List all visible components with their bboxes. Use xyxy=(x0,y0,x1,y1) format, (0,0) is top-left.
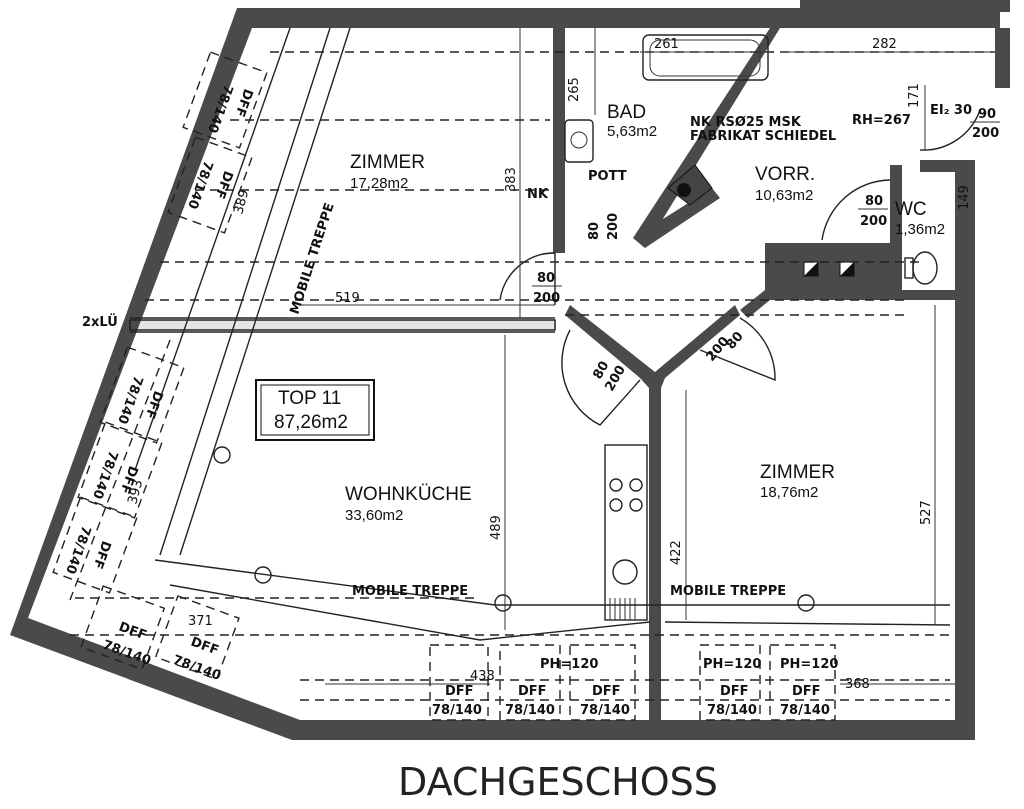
stairs-label-vertical: MOBILE TREPPE xyxy=(288,201,338,316)
svg-text:200: 200 xyxy=(860,214,887,229)
svg-text:DFF: DFF xyxy=(518,684,547,699)
roof-slope-lines xyxy=(69,51,995,701)
room-vorr-name: VORR. xyxy=(755,164,815,185)
svg-text:DFF: DFF xyxy=(792,684,821,699)
svg-text:78/140: 78/140 xyxy=(580,703,630,718)
mobile-stairs-lines xyxy=(134,27,951,641)
stairs-label-right: MOBILE TREPPE xyxy=(670,584,786,599)
window-label-4: DFF 78/140 xyxy=(707,684,757,718)
svg-text:90: 90 xyxy=(978,107,996,122)
dim-261: 261 xyxy=(654,37,679,52)
svg-text:80: 80 xyxy=(537,271,555,286)
dim-149: 149 xyxy=(957,185,972,210)
dim-438: 438 xyxy=(470,669,495,684)
dim-371: 371 xyxy=(188,614,213,629)
kitchen-counter xyxy=(604,444,648,621)
room-wc-name: WC xyxy=(895,199,927,220)
room-nk-name: NK xyxy=(527,187,549,202)
dim-422: 422 xyxy=(669,540,684,565)
chimney-note-1: NK RSØ25 MSK xyxy=(690,115,802,130)
ceiling-height-note: RH=267 xyxy=(852,113,911,128)
svg-text:78/140: 78/140 xyxy=(432,703,482,718)
door-wc-label: 80 200 xyxy=(858,194,888,229)
dim-519: 519 xyxy=(335,291,360,306)
vent-note: 2xLÜ xyxy=(82,314,118,330)
window-label-3: DFF 78/140 xyxy=(580,684,630,718)
bath-fixtures xyxy=(564,34,938,285)
door-swings xyxy=(499,109,981,426)
room-wohnkueche-area: 33,60m2 xyxy=(345,507,403,524)
dim-265: 265 xyxy=(567,77,582,102)
dim-389: 389 xyxy=(231,188,252,216)
window-label-1: DFF 78/140 xyxy=(432,684,482,718)
parapet-height-2: PH=120 xyxy=(703,657,761,672)
dim-489: 489 xyxy=(489,515,504,540)
door-wohn-label: 80 200 xyxy=(590,359,629,394)
dimension-lines xyxy=(300,28,995,685)
pott-note: POTT xyxy=(588,169,627,184)
room-zimmer2-area: 18,76m2 xyxy=(760,484,818,501)
svg-text:DFF: DFF xyxy=(720,684,749,699)
dim-527: 527 xyxy=(919,500,934,525)
skylight-frames xyxy=(52,51,836,721)
room-bad-name: BAD xyxy=(607,102,646,123)
svg-text:DFF: DFF xyxy=(231,87,255,119)
svg-text:80: 80 xyxy=(587,222,602,240)
svg-text:200: 200 xyxy=(972,126,999,141)
outer-walls xyxy=(10,0,1010,740)
room-zimmer1-name: ZIMMER xyxy=(350,152,425,173)
svg-text:200: 200 xyxy=(533,291,560,306)
unit-name: TOP 11 xyxy=(278,388,341,409)
svg-text:DFF: DFF xyxy=(189,635,221,659)
door-zimmer1-label: 80 200 xyxy=(532,271,562,306)
svg-text:DFF: DFF xyxy=(592,684,621,699)
svg-text:78/140: 78/140 xyxy=(89,449,120,501)
parapet-height-1: PH=120 xyxy=(540,657,598,672)
floor-label: DACHGESCHOSS xyxy=(398,760,718,804)
window-label-5: DFF 78/140 xyxy=(780,684,830,718)
svg-text:80: 80 xyxy=(865,194,883,209)
chimney-flues xyxy=(667,164,855,277)
svg-text:78/140: 78/140 xyxy=(707,703,757,718)
room-wc-area: 1,36m2 xyxy=(895,221,945,238)
svg-text:200: 200 xyxy=(606,213,621,240)
door-bad-label: 80 200 xyxy=(587,213,621,240)
room-wohnkueche-name: WOHNKÜCHE xyxy=(345,484,472,505)
interior-walls xyxy=(129,28,975,720)
svg-text:78/140: 78/140 xyxy=(505,703,555,718)
svg-text:78/140: 78/140 xyxy=(62,524,93,576)
dim-282: 282 xyxy=(872,37,897,52)
fire-rating-note: EI₂ 30 xyxy=(930,103,972,118)
svg-text:DFF: DFF xyxy=(445,684,474,699)
window-label-2: DFF 78/140 xyxy=(505,684,555,718)
room-bad-area: 5,63m2 xyxy=(607,123,657,140)
dim-383: 383 xyxy=(504,167,519,192)
svg-text:78/140: 78/140 xyxy=(780,703,830,718)
parapet-height-3: PH=120 xyxy=(780,657,838,672)
unit-area: 87,26m2 xyxy=(274,412,348,433)
stairs-label-left: MOBILE TREPPE xyxy=(352,584,468,599)
svg-text:DFF: DFF xyxy=(117,620,149,644)
unit-box-frame xyxy=(255,379,375,441)
svg-text:DFF: DFF xyxy=(141,389,165,421)
dim-393: 393 xyxy=(125,478,146,506)
svg-text:DFF: DFF xyxy=(89,539,113,571)
door-entry-label: 90 200 xyxy=(970,107,1000,141)
chimney-note-2: FABRIKAT SCHIEDEL xyxy=(690,129,836,144)
room-vorr-area: 10,63m2 xyxy=(755,187,813,204)
room-zimmer2-name: ZIMMER xyxy=(760,462,835,483)
dim-171: 171 xyxy=(907,83,922,108)
window-label-12: DFF 78/140 xyxy=(62,524,113,576)
room-zimmer1-area: 17,28m2 xyxy=(350,175,408,192)
dim-368: 368 xyxy=(845,677,870,692)
